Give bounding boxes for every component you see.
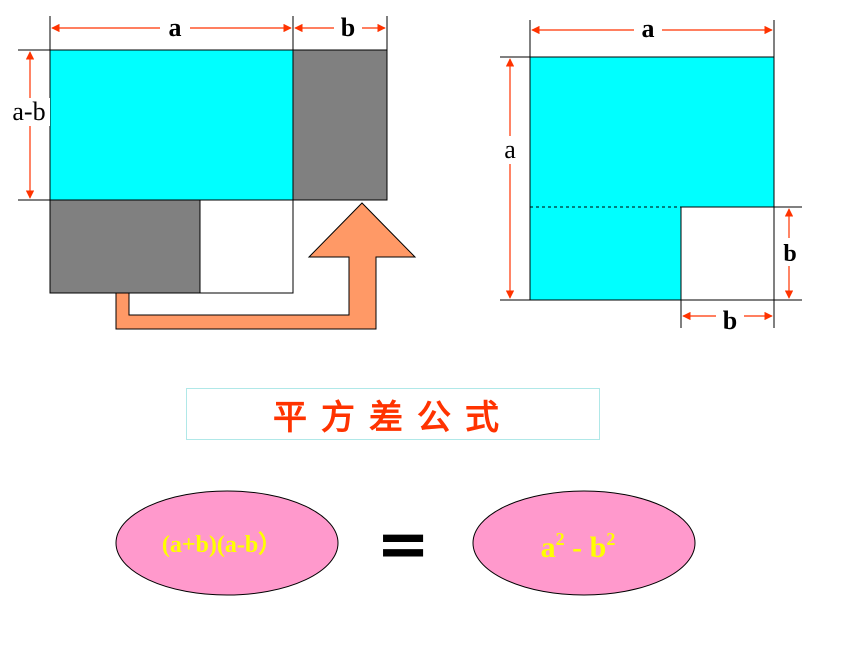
formula-left-text: (a+b)(a-b） [162,531,282,558]
gray-rect-bottom [49,199,201,294]
formula-right-ellipse [472,490,696,596]
equals-sign: = [376,508,430,582]
formula-right-text: a2 - b2 [541,529,616,564]
formula-right-a: a [541,531,556,564]
label-b-bottom-right: b [723,306,737,335]
white-square-removed [680,206,775,301]
cyan-rect-a-by-a-minus-b [49,49,294,201]
label-b-side-right: b [783,241,796,267]
white-square-b [199,199,294,294]
page-title: 平方差公式 [273,397,513,438]
label-a-top-right: a [642,14,655,43]
formula-right-exp-a: 2 [556,529,565,549]
formula-row: (a+b)(a-b） = a2 - b2 [115,490,696,596]
label-a-minus-b: a-b [12,97,45,126]
formula-right-b: b [590,531,607,564]
formula-left-ellipse [115,490,339,596]
formula-right-minus: - [565,531,590,564]
title-box: 平方差公式 [186,388,600,440]
left-figure: a b a-b [8,13,417,330]
formula-right-exp-b: 2 [606,529,615,549]
right-figure: a a b b [498,14,802,335]
label-b-top-left: b [341,13,355,42]
gray-rect-b-by-a-minus-b [292,49,388,201]
label-a-top-left: a [169,13,182,42]
label-a-side-right: a [504,135,516,164]
orange-move-arrow [115,202,417,330]
